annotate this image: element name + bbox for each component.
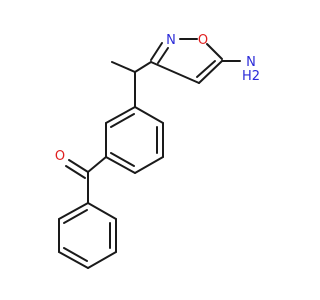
- bond-ring2-f: [58, 202, 89, 220]
- carbonyl-group: [65, 156, 107, 204]
- bond-n-c3-double-inner: [157, 47, 169, 64]
- bond-ring1-c: [134, 156, 164, 174]
- amine-n-label: N: [246, 55, 256, 70]
- central-benzene-ring: [105, 106, 164, 174]
- bond-ring1-d-inner: [110, 152, 135, 167]
- bond-ring2-a: [87, 202, 117, 220]
- bond-c4-c3: [150, 61, 200, 84]
- bond-c5-c4-double-outer: [198, 60, 223, 84]
- bond-n-c3-double-outer: [150, 42, 163, 61]
- phenyl-ring: [58, 202, 117, 269]
- bond-aryl-carbonyl: [87, 156, 107, 173]
- ring-nitrogen-label: N: [166, 33, 176, 48]
- bond-ring1-f-inner: [110, 113, 135, 128]
- bond-c5-c4-double-inner: [196, 60, 216, 78]
- isoxazole-ring: [150, 38, 223, 84]
- atom-labels: N O N H2 O: [55, 33, 260, 164]
- bond-o-c5: [206, 43, 223, 60]
- amine-h2-label: H2: [242, 69, 260, 84]
- carbonyl-oxygen-label: O: [55, 149, 65, 164]
- bond-ring2-f-inner: [63, 209, 88, 224]
- bond-ring2-c: [87, 251, 117, 269]
- bond-ring2-d: [58, 251, 89, 269]
- ring-oxygen-label: O: [198, 33, 208, 48]
- bond-ch-methyl: [111, 61, 136, 73]
- bond-ring2-d-inner: [63, 247, 88, 262]
- ethylidene-linker: [111, 61, 152, 108]
- bond-ring1-a: [134, 106, 164, 124]
- bond-c-o-double-a: [68, 159, 89, 173]
- bond-ring1-f: [105, 106, 136, 124]
- bond-c-o-double-b: [65, 165, 86, 179]
- chemical-structure: N O N H2 O: [55, 33, 260, 269]
- bond-c3-ch: [134, 61, 152, 73]
- bond-ring1-d: [105, 156, 136, 174]
